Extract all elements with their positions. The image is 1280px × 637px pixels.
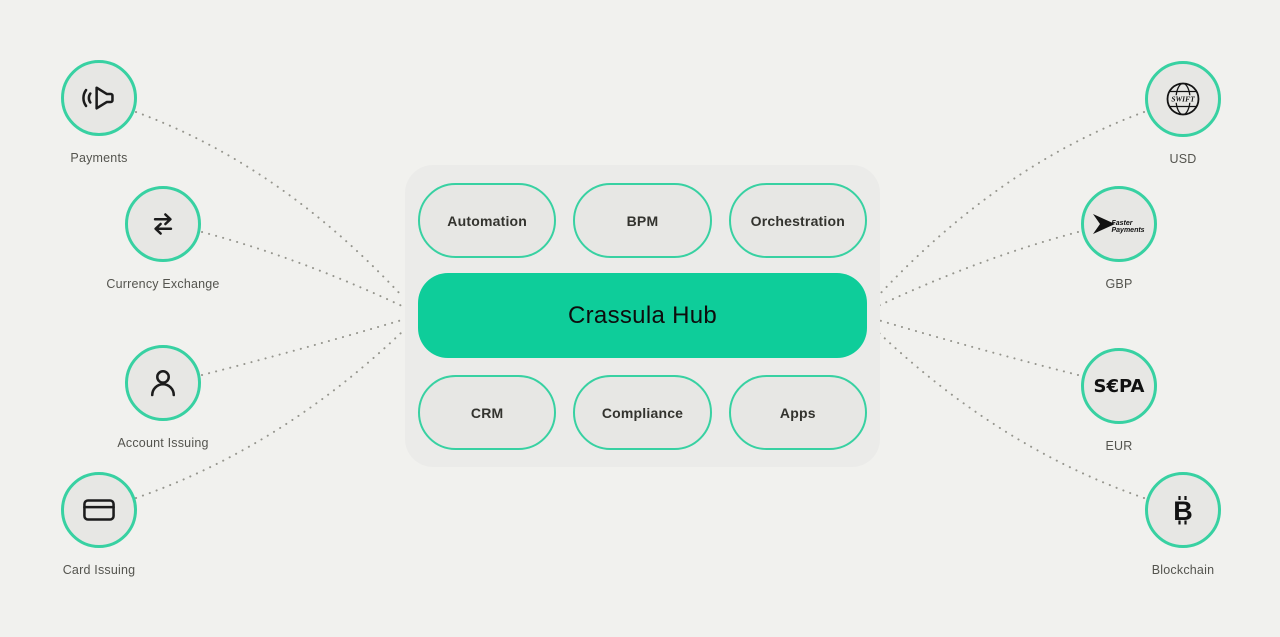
eur-circle: S€PA [1081,348,1157,424]
account-issuing-label: Account Issuing [117,436,209,450]
usd-circle: SWIFT [1145,61,1221,137]
node-eur: S€PA EUR [1049,348,1189,453]
megaphone-icon [82,86,114,110]
currency-exchange-label: Currency Exchange [106,277,220,291]
connector-account-issuing [201,319,403,376]
connector-gbp [877,231,1079,307]
payments-circle [61,60,137,136]
eur-label: EUR [1105,439,1133,453]
hub-panel: Automation BPM Orchestration Crassula Hu… [405,165,880,467]
currency-exchange-icon [153,213,173,235]
module-pill-orchestration: Orchestration [728,183,867,258]
swift-globe-icon: SWIFT [1166,82,1200,116]
sepa-logo-icon: S€PA [1093,375,1145,397]
faster-payments-icon: Faster Payments [1091,213,1148,235]
account-issuing-circle [125,345,201,421]
person-icon [150,370,176,397]
card-issuing-label: Card Issuing [62,563,136,577]
hub-top-row: Automation BPM Orchestration [418,183,867,258]
usd-label: USD [1169,152,1197,166]
node-usd: SWIFT USD [1113,61,1253,166]
node-account-issuing: Account Issuing [93,345,233,450]
module-pill-compliance: Compliance [573,375,712,450]
node-card-issuing: Card Issuing [29,472,169,577]
currency-exchange-circle [125,186,201,262]
module-pill-crm: CRM [418,375,557,450]
node-blockchain: B Blockchain [1113,472,1253,577]
crassula-hub-pill: Crassula Hub [418,273,867,358]
connector-blockchain [877,331,1145,499]
swift-logo-text: SWIFT [1171,94,1195,103]
gbp-label: GBP [1105,277,1133,291]
module-pill-apps: Apps [728,375,867,450]
credit-card-icon [83,499,115,521]
faster-payments-arrow-icon [1092,214,1115,234]
faster-payments-text: Faster Payments [1111,220,1145,234]
svg-text:B: B [1173,496,1193,526]
gbp-circle: Faster Payments [1081,186,1157,262]
node-currency-exchange: Currency Exchange [93,186,233,291]
card-issuing-circle [61,472,137,548]
payments-label: Payments [70,151,128,165]
bitcoin-icon: B [1173,496,1193,526]
module-pill-bpm: BPM [573,183,712,258]
blockchain-label: Blockchain [1151,563,1215,577]
blockchain-circle: B [1145,472,1221,548]
node-gbp: Faster Payments GBP [1049,186,1189,291]
node-payments: Payments [29,60,169,165]
hub-bottom-row: CRM Compliance Apps [418,375,867,450]
connector-card-issuing [135,331,403,499]
module-pill-automation: Automation [418,183,557,258]
connector-eur [877,319,1079,376]
